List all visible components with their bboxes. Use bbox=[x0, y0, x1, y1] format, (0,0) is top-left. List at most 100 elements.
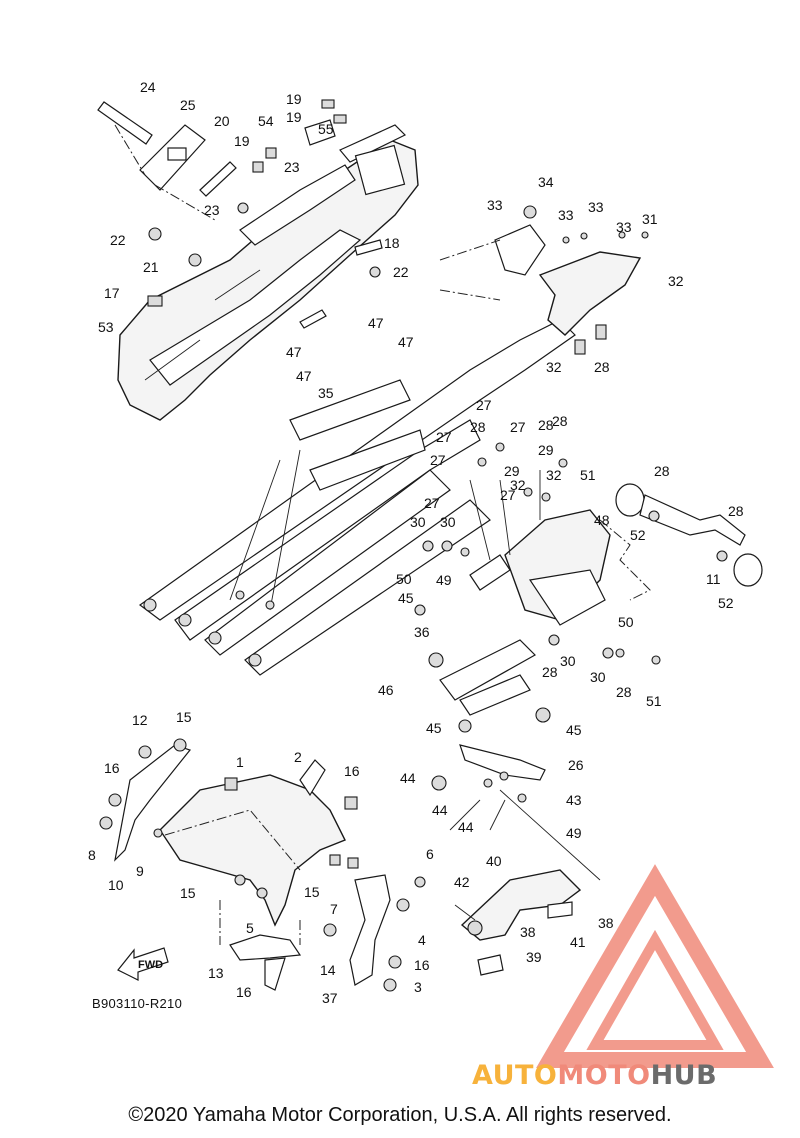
part-callout-16: 16 bbox=[414, 957, 430, 973]
part-callout-33: 33 bbox=[487, 197, 503, 213]
part-callout-30: 30 bbox=[560, 653, 576, 669]
watermark-text: AUTOMOTOHUB bbox=[472, 1060, 717, 1091]
lower-bracket-and-clamps bbox=[428, 652, 601, 881]
part-callout-33: 33 bbox=[558, 207, 574, 223]
watermark-logo bbox=[536, 864, 774, 1068]
reflector-assembly bbox=[599, 483, 763, 601]
part-callout-33: 33 bbox=[616, 219, 632, 235]
part-callout-27: 27 bbox=[510, 419, 526, 435]
part-callout-15: 15 bbox=[180, 885, 196, 901]
part-callout-11: 11 bbox=[706, 571, 721, 587]
part-callout-39: 39 bbox=[526, 949, 542, 965]
part-callout-55: 55 bbox=[318, 121, 334, 137]
watermark-word-hub: HUB bbox=[650, 1060, 718, 1091]
part-callout-46: 46 bbox=[378, 682, 394, 698]
lower-bracket-13-14 bbox=[219, 900, 302, 991]
part-callout-13: 13 bbox=[208, 965, 224, 981]
part-callout-30: 30 bbox=[440, 514, 456, 530]
part-callout-22: 22 bbox=[393, 264, 409, 280]
part-callout-32: 32 bbox=[510, 477, 526, 493]
part-callout-37: 37 bbox=[322, 990, 338, 1006]
diagram-reference-code: B903110-R210 bbox=[92, 996, 183, 1011]
part-callout-47: 47 bbox=[368, 315, 384, 331]
part-callout-47: 47 bbox=[296, 368, 312, 384]
part-callout-35: 35 bbox=[318, 385, 334, 401]
part-callout-10: 10 bbox=[108, 877, 124, 893]
part-callout-41: 41 bbox=[570, 934, 586, 950]
part-callout-7: 7 bbox=[330, 901, 338, 917]
part-callout-53: 53 bbox=[98, 319, 114, 335]
rear-frame bbox=[138, 319, 576, 676]
watermark-word-moto: MOTO bbox=[557, 1060, 651, 1091]
part-callout-32: 32 bbox=[546, 359, 562, 375]
part-callout-28: 28 bbox=[470, 419, 486, 435]
part-callout-51: 51 bbox=[646, 693, 662, 709]
part-callout-44: 44 bbox=[458, 819, 474, 835]
part-callout-9: 9 bbox=[136, 863, 144, 879]
part-callout-22: 22 bbox=[110, 232, 126, 248]
part-callout-38: 38 bbox=[598, 915, 614, 931]
part-callout-31: 31 bbox=[642, 211, 658, 227]
part-callout-15: 15 bbox=[304, 884, 320, 900]
part-callout-47: 47 bbox=[286, 344, 302, 360]
part-callout-4: 4 bbox=[418, 932, 426, 948]
part-callout-20: 20 bbox=[214, 113, 230, 129]
part-callout-17: 17 bbox=[104, 285, 120, 301]
part-callout-49: 49 bbox=[566, 825, 582, 841]
part-callout-48: 48 bbox=[594, 512, 610, 528]
part-callout-28: 28 bbox=[538, 417, 554, 433]
part-callout-44: 44 bbox=[400, 770, 416, 786]
part-callout-27: 27 bbox=[430, 452, 446, 468]
part-callout-27: 27 bbox=[476, 397, 492, 413]
part-callout-28: 28 bbox=[654, 463, 670, 479]
part-callout-28: 28 bbox=[616, 684, 632, 700]
rear-inner-panel bbox=[117, 124, 419, 421]
part-callout-23: 23 bbox=[204, 202, 220, 218]
part-callout-26: 26 bbox=[568, 757, 584, 773]
part-callout-16: 16 bbox=[344, 763, 360, 779]
part-callout-1: 1 bbox=[236, 754, 244, 770]
part-callout-27: 27 bbox=[500, 487, 516, 503]
part-callout-28: 28 bbox=[594, 359, 610, 375]
fwd-direction-arrow: FWD bbox=[117, 947, 169, 981]
part-callout-29: 29 bbox=[538, 442, 554, 458]
part-callout-34: 34 bbox=[538, 174, 554, 190]
part-callout-49: 49 bbox=[436, 572, 452, 588]
part-callout-30: 30 bbox=[410, 514, 426, 530]
part-callout-16: 16 bbox=[236, 984, 252, 1000]
part-callout-29: 29 bbox=[504, 463, 520, 479]
part-callout-27: 27 bbox=[424, 495, 440, 511]
mud-flap-3 bbox=[323, 874, 426, 992]
part-callout-36: 36 bbox=[414, 624, 430, 640]
part-callout-18: 18 bbox=[384, 235, 400, 251]
part-callout-45: 45 bbox=[426, 720, 442, 736]
part-callout-54: 54 bbox=[258, 113, 274, 129]
part-callout-30: 30 bbox=[590, 669, 606, 685]
part-callout-28: 28 bbox=[552, 413, 568, 429]
part-callout-51: 51 bbox=[580, 467, 596, 483]
part-callout-15: 15 bbox=[176, 709, 192, 725]
part-callout-28: 28 bbox=[728, 503, 744, 519]
part-callout-40: 40 bbox=[486, 853, 502, 869]
part-callout-23: 23 bbox=[284, 159, 300, 175]
part-callout-52: 52 bbox=[718, 595, 734, 611]
part-callout-50: 50 bbox=[396, 571, 412, 587]
part-callout-52: 52 bbox=[630, 527, 646, 543]
part-callout-12: 12 bbox=[132, 712, 148, 728]
part-callout-3: 3 bbox=[414, 979, 422, 995]
license-bracket-assembly bbox=[414, 442, 661, 716]
part-callout-38: 38 bbox=[520, 924, 536, 940]
part-callout-6: 6 bbox=[426, 846, 434, 862]
strap-and-plates bbox=[97, 101, 237, 221]
part-callout-2: 2 bbox=[294, 749, 302, 765]
part-callout-27: 27 bbox=[436, 429, 452, 445]
part-callout-19: 19 bbox=[286, 91, 302, 107]
part-callout-8: 8 bbox=[88, 847, 96, 863]
part-callout-32: 32 bbox=[668, 273, 684, 289]
part-callout-45: 45 bbox=[398, 590, 414, 606]
part-callout-19: 19 bbox=[286, 109, 302, 125]
part-callout-5: 5 bbox=[246, 920, 254, 936]
part-callout-14: 14 bbox=[320, 962, 336, 978]
part-callout-16: 16 bbox=[104, 760, 120, 776]
